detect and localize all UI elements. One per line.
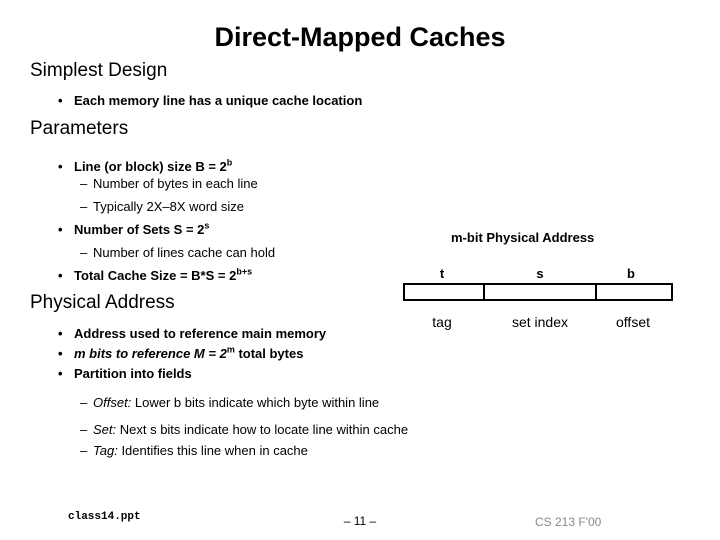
bullet-text: Total Cache Size = B*S = 2 — [74, 268, 237, 283]
sub-typical-word-size: –Typically 2X–8X word size — [80, 199, 244, 214]
diagram-field-letter-s: s — [536, 266, 544, 281]
bullet-partition-into-fields: • Partition into fields — [58, 366, 192, 381]
bullet-dot-icon: • — [58, 268, 63, 283]
bullet-total-cache-size: • Total Cache Size = B*S = 2b+s — [58, 266, 253, 283]
sub-text: Number of bytes in each line — [93, 176, 258, 191]
bullet-text: Each memory line has a unique cache loca… — [74, 93, 363, 108]
sub-bytes-each-line: –Number of bytes in each line — [80, 176, 258, 191]
diagram-label-set-index: set index — [511, 314, 569, 330]
section-heading-physical-address: Physical Address — [30, 292, 175, 313]
sub-label: Offset: — [93, 395, 132, 410]
diagram-field-letter-t: t — [439, 266, 445, 281]
sub-offset-field: –Offset: Lower b bits indicate which byt… — [80, 395, 379, 410]
section-heading-simplest-design: Simplest Design — [30, 60, 168, 81]
bullet-dot-icon: • — [58, 346, 63, 361]
diagram-label-offset: offset — [616, 314, 650, 330]
bullet-dot-icon: • — [58, 159, 63, 174]
diagram-box-tag — [403, 283, 485, 301]
bullet-unique-cache-location: • Each memory line has a unique cache loc… — [58, 93, 362, 108]
bullet-superscript: b+s — [236, 266, 253, 277]
sub-lines-cache-can-hold: –Number of lines cache can hold — [80, 245, 275, 260]
sub-label: Set: — [93, 422, 117, 437]
bullet-superscript: s — [204, 220, 210, 231]
bullet-m-bits-total-bytes: • m bits to reference M = 2m total bytes — [58, 344, 304, 361]
footer-file-name: class14.ppt — [68, 511, 141, 523]
bullet-dot-icon: • — [58, 93, 63, 108]
diagram-box-offset — [595, 283, 673, 301]
sub-set-field: –Set: Next s bits indicate how to locate… — [80, 422, 408, 437]
sub-text: Next s bits indicate how to locate line … — [116, 422, 409, 437]
bullet-text: Address used to reference main memory — [74, 326, 327, 341]
diagram-box-set-index — [483, 283, 597, 301]
bullet-text-pre: m bits to reference M = 2 — [74, 346, 227, 361]
bullet-text: Partition into fields — [74, 366, 192, 381]
sub-text: Typically 2X–8X word size — [93, 199, 245, 214]
diagram-caption: m-bit Physical Address — [451, 230, 595, 245]
bullet-text: Number of Sets S = 2 — [74, 222, 205, 237]
bullet-text: Line (or block) size B = 2 — [74, 159, 227, 174]
sub-text: Lower b bits indicate which byte within … — [131, 395, 380, 410]
bullet-address-reference-memory: • Address used to reference main memory — [58, 326, 326, 341]
dash-icon: – — [80, 199, 88, 214]
page-title: Direct-Mapped Caches — [214, 22, 506, 52]
bullet-text-post: total bytes — [234, 346, 304, 361]
bullet-dot-icon: • — [58, 222, 63, 237]
dash-icon: – — [80, 422, 88, 437]
diagram-label-tag: tag — [432, 314, 452, 330]
dash-icon: – — [80, 176, 88, 191]
dash-icon: – — [80, 245, 88, 260]
bullet-superscript: m — [226, 344, 235, 355]
section-heading-parameters: Parameters — [30, 118, 129, 139]
footer-course-label: CS 213 F'00 — [535, 515, 602, 529]
dash-icon: – — [80, 443, 88, 458]
dash-icon: – — [80, 395, 88, 410]
footer-page-number: – 11 – — [343, 514, 377, 528]
sub-text: Identifies this line when in cache — [117, 443, 308, 458]
sub-tag-field: –Tag: Identifies this line when in cache — [80, 443, 308, 458]
bullet-number-of-sets: • Number of Sets S = 2s — [58, 220, 210, 237]
bullet-dot-icon: • — [58, 326, 63, 341]
diagram-field-letter-b: b — [627, 266, 635, 281]
bullet-line-size: • Line (or block) size B = 2b — [58, 157, 233, 174]
bullet-dot-icon: • — [58, 366, 63, 381]
sub-label: Tag: — [93, 443, 118, 458]
bullet-superscript: b — [226, 157, 233, 168]
sub-text: Number of lines cache can hold — [93, 245, 276, 260]
